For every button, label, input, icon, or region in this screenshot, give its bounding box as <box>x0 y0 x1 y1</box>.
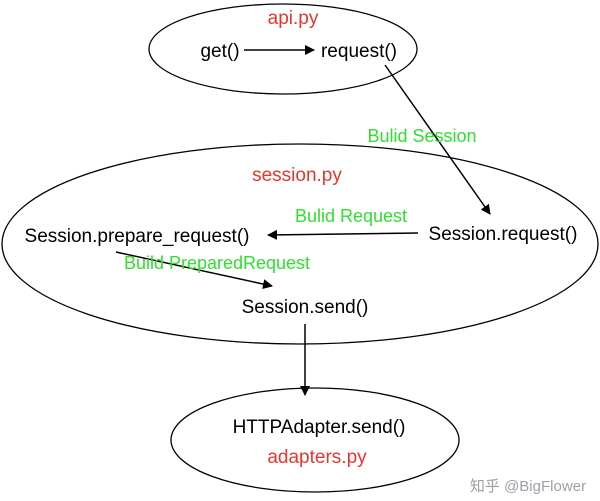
session-send-node: Session.send() <box>242 297 369 318</box>
session-module-ellipse <box>1 143 599 345</box>
arrow-request-to-session-request <box>384 64 491 215</box>
session-request-node: Session.request() <box>429 224 578 245</box>
arrow-session-request-to-prepare-request <box>267 229 419 240</box>
adapter-send-node: HTTPAdapter.send() <box>233 417 406 438</box>
prepare-request-node: Session.prepare_request() <box>25 226 250 247</box>
arrow-prepare-request-to-session-send <box>115 251 273 289</box>
edge-label-build-request: Bulid Request <box>295 206 407 226</box>
adapters-module-ellipse <box>170 387 460 493</box>
api-module-label: api.py <box>268 8 319 29</box>
session-module-label: session.py <box>252 165 342 186</box>
adapters-module-label: adapters.py <box>267 447 367 468</box>
request-node: request() <box>321 41 397 62</box>
watermark-text: 知乎 @BigFlower <box>470 478 586 495</box>
api-module-ellipse <box>148 3 418 95</box>
edge-label-build-session: Bulid Session <box>367 126 476 146</box>
get-node: get() <box>200 41 239 62</box>
edge-label-build-prepared-request: Build PreparedRequest <box>124 253 310 273</box>
